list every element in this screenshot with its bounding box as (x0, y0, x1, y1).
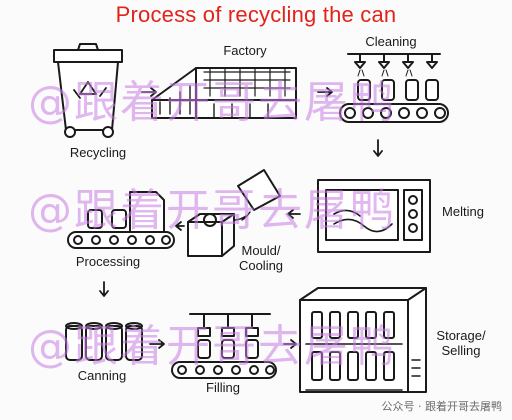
label-storage-line1: Storage/ (436, 328, 486, 343)
label-filling: Filling (206, 380, 240, 395)
label-mould-line2: Cooling (238, 258, 284, 273)
recycling-bin-icon (53, 43, 123, 138)
diagram-title: Process of recycling the can (115, 2, 397, 27)
cans-icon (65, 322, 143, 361)
factory-icon (151, 67, 297, 119)
melting-oven-icon (317, 179, 431, 253)
arrow-right-icon (317, 87, 333, 97)
arrow-down-icon (99, 281, 109, 297)
processing-machine-icon (67, 191, 175, 249)
mould-icon (187, 169, 281, 257)
label-mould-line1: Mould/ (241, 243, 281, 258)
arrow-left-icon (287, 209, 301, 219)
label-mould: Mould/ Cooling (232, 243, 290, 273)
arrow-right-icon (149, 339, 165, 349)
label-storage-line2: Selling (441, 343, 481, 358)
label-melting: Melting (442, 204, 484, 219)
storage-shelf-icon (299, 287, 427, 393)
arrow-left-icon (175, 221, 185, 231)
label-recycling: Recycling (69, 145, 127, 160)
cleaning-machine-icon (339, 53, 449, 123)
arrow-down-icon (373, 139, 383, 157)
source-credit: 公众号 · 跟着开哥去屠鸭 (381, 400, 503, 413)
arrow-right-icon (141, 87, 157, 97)
label-storage: Storage/ Selling (428, 328, 494, 358)
filling-machine-icon (171, 313, 277, 379)
label-factory: Factory (223, 43, 267, 58)
label-canning: Canning (77, 368, 127, 383)
flow-arrows (99, 87, 383, 349)
label-cleaning: Cleaning (365, 34, 417, 49)
arrow-right-icon (283, 339, 297, 349)
label-processing: Processing (75, 254, 141, 269)
